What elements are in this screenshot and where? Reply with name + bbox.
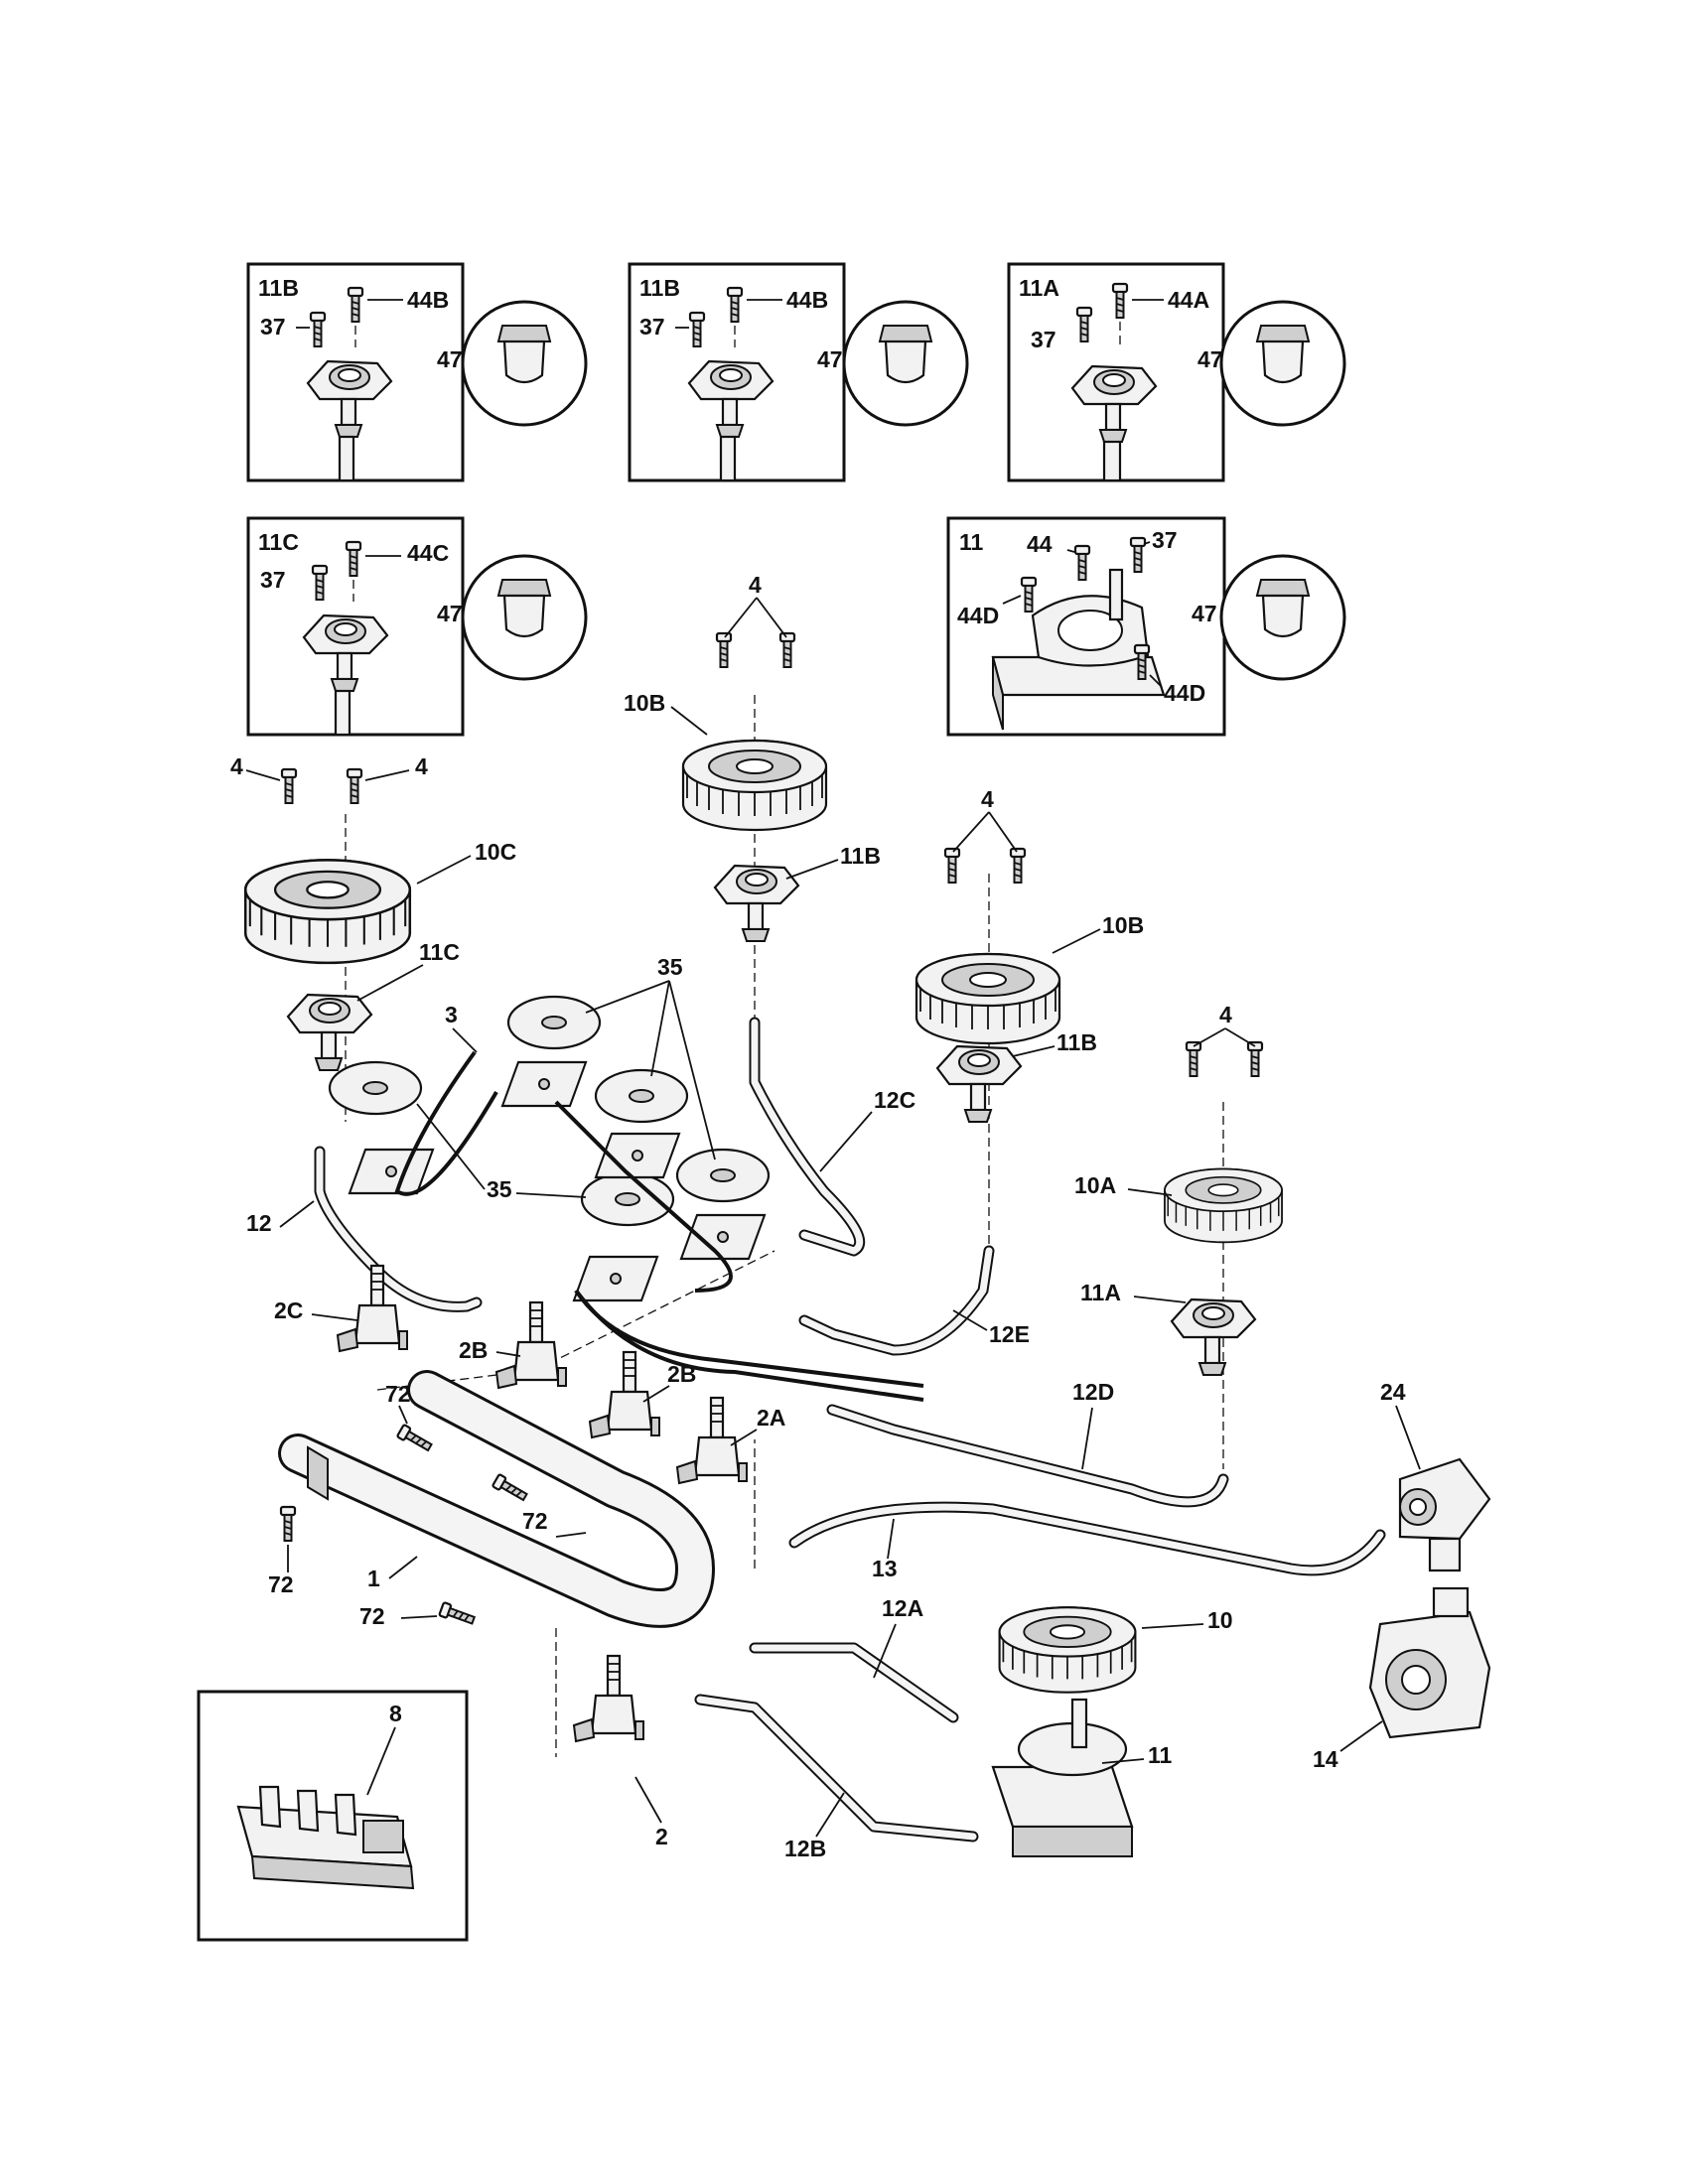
callout-2a: 2A	[757, 1405, 785, 1431]
inset-11-label-cap-d1: 44D	[957, 603, 999, 628]
manifold-1	[278, 1370, 715, 1628]
inset-11a-label-screw: 37	[1031, 327, 1056, 352]
inset-11c: 11C 37 44C 47	[246, 516, 588, 737]
callout-12b: 12B	[784, 1836, 826, 1861]
inset-11b-left-label-part: 11B	[258, 275, 299, 301]
inset-11-label-cap: 44	[1027, 531, 1053, 557]
inset-11: 11 44 37 44D 44D 47	[946, 516, 1346, 737]
callout-24: 24	[1380, 1379, 1406, 1405]
callout-14: 14	[1313, 1746, 1338, 1772]
callout-12d: 12D	[1072, 1379, 1114, 1405]
inset-11b-left-label-screw: 37	[260, 314, 286, 340]
callout-3: 3	[445, 1002, 458, 1027]
valve-2c	[336, 1264, 409, 1353]
inset-11b-mid: 11B 37 44B 47	[628, 262, 969, 482]
callout-10a: 10A	[1074, 1172, 1116, 1198]
inset-11c-label-orifice: 44C	[407, 540, 449, 566]
valve-2b-right	[588, 1350, 661, 1439]
inset-11a-label-hood: 47	[1197, 346, 1223, 372]
valve-2a	[675, 1396, 749, 1485]
callout-35-bottom: 35	[487, 1176, 512, 1202]
valve-2b-left	[494, 1300, 568, 1390]
callout-10b: 10B	[1102, 912, 1144, 938]
burner-cap-10a	[1164, 1167, 1283, 1244]
callout-72-d: 72	[359, 1603, 385, 1629]
callout-12c: 12C	[874, 1087, 915, 1113]
callout-1: 1	[367, 1566, 380, 1591]
burner-head-11a	[1170, 1297, 1257, 1377]
burner-cap-10	[998, 1606, 1137, 1694]
inset-11c-label-hood: 47	[437, 601, 463, 626]
callout-4-a: 4	[230, 753, 243, 779]
burner-head-11b-top	[713, 864, 800, 943]
inset-11-label-hood: 47	[1192, 601, 1217, 626]
callout-11b: 11B	[1056, 1029, 1097, 1055]
screw-group-4	[280, 631, 1264, 1078]
inset-8-label-module: 8	[389, 1701, 402, 1726]
callout-4-d: 4	[981, 786, 994, 812]
callout-2c: 2C	[274, 1297, 303, 1323]
burner-head-11b	[935, 1044, 1023, 1124]
inset-8: 8	[197, 1690, 469, 1942]
callout-2: 2	[655, 1824, 668, 1849]
inset-11b-left: 11B 37 44B 47	[246, 262, 588, 482]
burner-cap-10b-top	[681, 739, 828, 832]
inset-11c-label-screw: 37	[260, 567, 286, 593]
callout-10c: 10C	[475, 839, 516, 865]
callout-11: 11	[1148, 1742, 1173, 1768]
inset-11b-mid-label-hood: 47	[817, 346, 843, 372]
callout-35-top: 35	[657, 954, 683, 980]
inset-11-label-screw: 37	[1152, 527, 1178, 553]
inset-11b-mid-label-screw-b: 44B	[786, 287, 828, 313]
elbow-24	[1398, 1457, 1491, 1572]
callout-2b-left: 2B	[459, 1337, 488, 1363]
wire-harness-3	[394, 1050, 924, 1402]
callout-4-b: 4	[415, 753, 428, 779]
gas-tubes	[314, 1017, 1386, 1843]
callout-2b-right: 2B	[667, 1361, 696, 1387]
inset-11a: 11A 37 44A 47	[1007, 262, 1346, 482]
inset-11a-label-orifice: 44A	[1168, 287, 1209, 313]
inset-11b-left-label-hood: 47	[437, 346, 463, 372]
inset-11a-label-part: 11A	[1019, 275, 1059, 301]
callout-11c: 11C	[419, 939, 460, 965]
callout-4-c: 4	[749, 572, 762, 598]
callout-12e: 12E	[989, 1321, 1030, 1347]
callout-11a: 11A	[1080, 1280, 1121, 1305]
burner-cap-10c	[243, 859, 412, 965]
burner-base-11	[991, 1698, 1134, 1857]
callout-4-e: 4	[1219, 1002, 1232, 1027]
callout-10b-top: 10B	[624, 690, 665, 716]
inset-11b-left-label-orifice: 44B	[407, 287, 449, 313]
callout-13: 13	[872, 1556, 898, 1581]
regulator-14	[1368, 1586, 1491, 1739]
inset-11c-label-part: 11C	[258, 529, 299, 555]
inset-11b-mid-label-part: 11B	[639, 275, 680, 301]
callout-11b-top: 11B	[840, 843, 881, 869]
burner-cap-10b	[914, 952, 1061, 1045]
inset-11b-mid-label-screw: 37	[639, 314, 665, 340]
burner-head-11c	[286, 993, 373, 1072]
callout-10: 10	[1207, 1607, 1233, 1633]
callout-72-a: 72	[385, 1381, 411, 1407]
callout-12: 12	[246, 1210, 272, 1236]
valve-2	[572, 1654, 645, 1743]
inset-11-label-part: 11	[959, 529, 984, 555]
callout-72-c: 72	[268, 1571, 294, 1597]
inset-11-label-cap-d2: 44D	[1164, 680, 1205, 706]
callout-72-b: 72	[522, 1508, 548, 1534]
callout-12a: 12A	[882, 1595, 923, 1621]
